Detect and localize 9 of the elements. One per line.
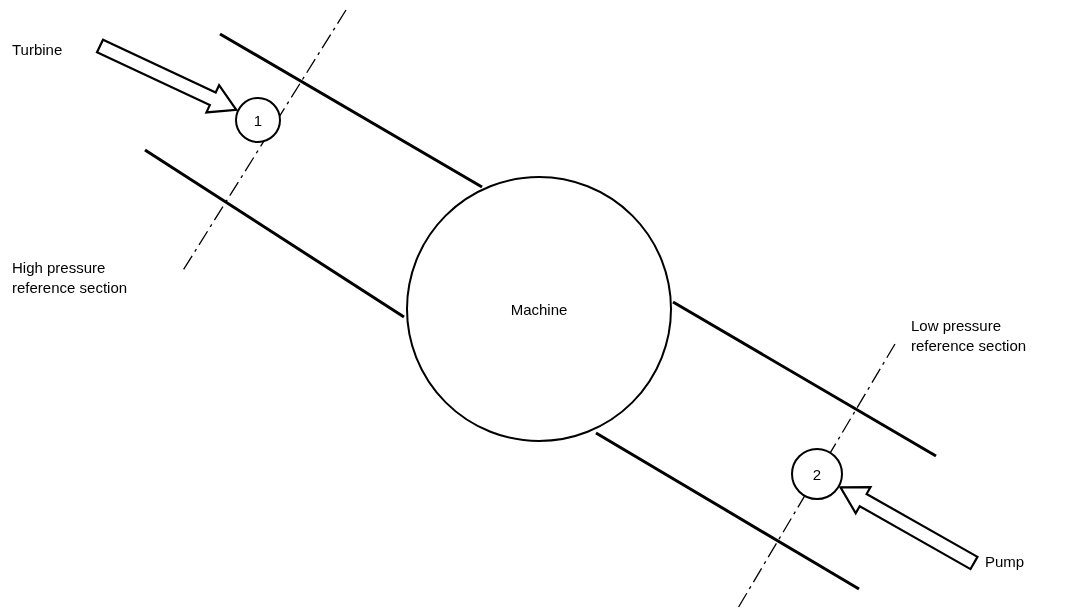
section-number-circle: 2: [791, 448, 843, 500]
section-label: Low pressure reference section: [911, 316, 1028, 356]
section-label: High pressure reference section: [12, 258, 129, 298]
flow-arrow: [95, 38, 239, 114]
section-number-circle: 1: [235, 97, 281, 143]
flow-label: Turbine: [12, 40, 63, 60]
flow-arrow: [838, 486, 979, 571]
machine-circle: Machine: [406, 176, 672, 442]
flow-label: Pump: [985, 552, 1025, 572]
